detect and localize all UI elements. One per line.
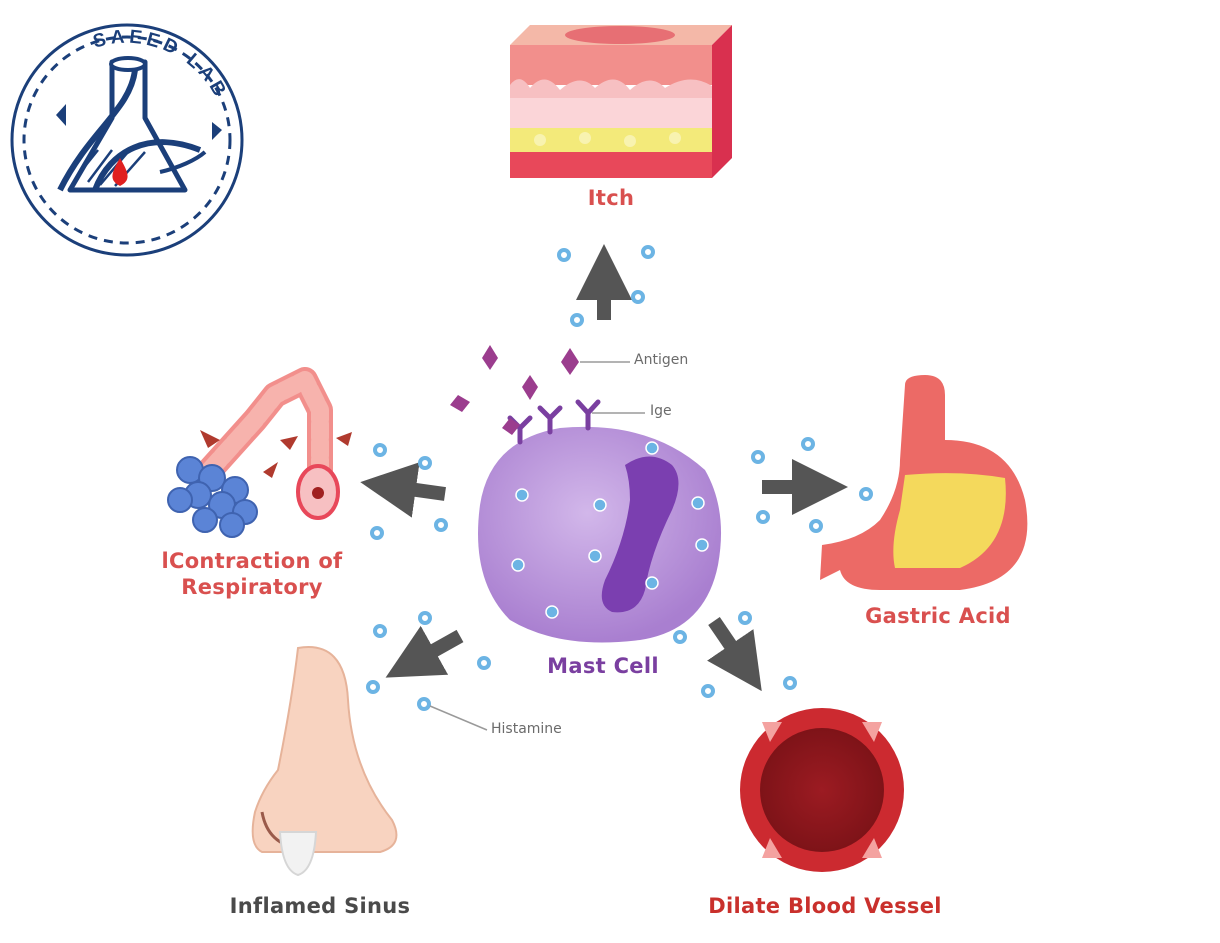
label-inflamed-sinus: Inflamed Sinus [229, 894, 411, 918]
label-respiratory-line2: Respiratory [181, 575, 323, 599]
label-respiratory: lContraction of Respiratory [162, 548, 343, 600]
label-mast-cell: Mast Cell [547, 654, 659, 678]
saeed-lab-logo: SAEED LAB [10, 23, 244, 257]
mast-cell-illustration [450, 345, 722, 643]
label-itch: Itch [587, 186, 635, 210]
label-histamine: Histamine [491, 721, 562, 737]
arrow-down-left [385, 625, 464, 678]
respiratory-illustration [167, 367, 352, 538]
label-antigen: Antigen [634, 352, 689, 368]
arrow-down-right [707, 617, 762, 692]
label-dilate-blood-vessel: Dilate Blood Vessel [708, 894, 942, 918]
blood-vessel-illustration [740, 708, 904, 872]
skin-illustration [510, 25, 732, 178]
stomach-illustration [820, 375, 1028, 590]
label-gastric-acid: Gastric Acid [865, 604, 1011, 628]
arrow-left [360, 462, 446, 518]
label-ige: Ige [650, 403, 672, 419]
effect-arrows [360, 244, 848, 692]
nose-illustration [251, 646, 398, 877]
label-respiratory-line1: lContraction of [161, 549, 343, 573]
histamine-dots [366, 245, 873, 711]
